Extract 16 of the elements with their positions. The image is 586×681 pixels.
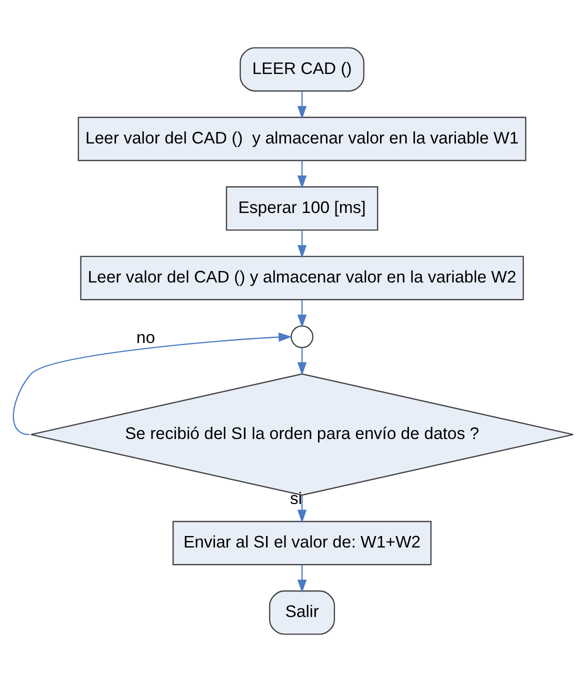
arrow: [297, 299, 307, 328]
node-box: Enviar al SI el valor de: W1+W2: [172, 520, 432, 565]
node-box: Salir: [269, 590, 336, 634]
arrow: [297, 160, 307, 188]
edge-label: no: [136, 327, 156, 346]
arrow: [297, 347, 307, 375]
node-box: Leer valor del CAD () y almacenar valor en la variable W2: [80, 255, 524, 300]
arrow: [12, 332, 292, 435]
arrow: [297, 564, 307, 592]
node-circle: [290, 324, 314, 348]
arrow: [297, 90, 307, 119]
node-box: Esperar 100 [ms]: [226, 186, 378, 230]
node-box: Leer valor del CAD () y almacenar valor en la variable W1: [78, 116, 526, 161]
arrow: [297, 230, 307, 258]
arrow: [297, 494, 307, 522]
node-box: LEER CAD (): [240, 46, 364, 92]
